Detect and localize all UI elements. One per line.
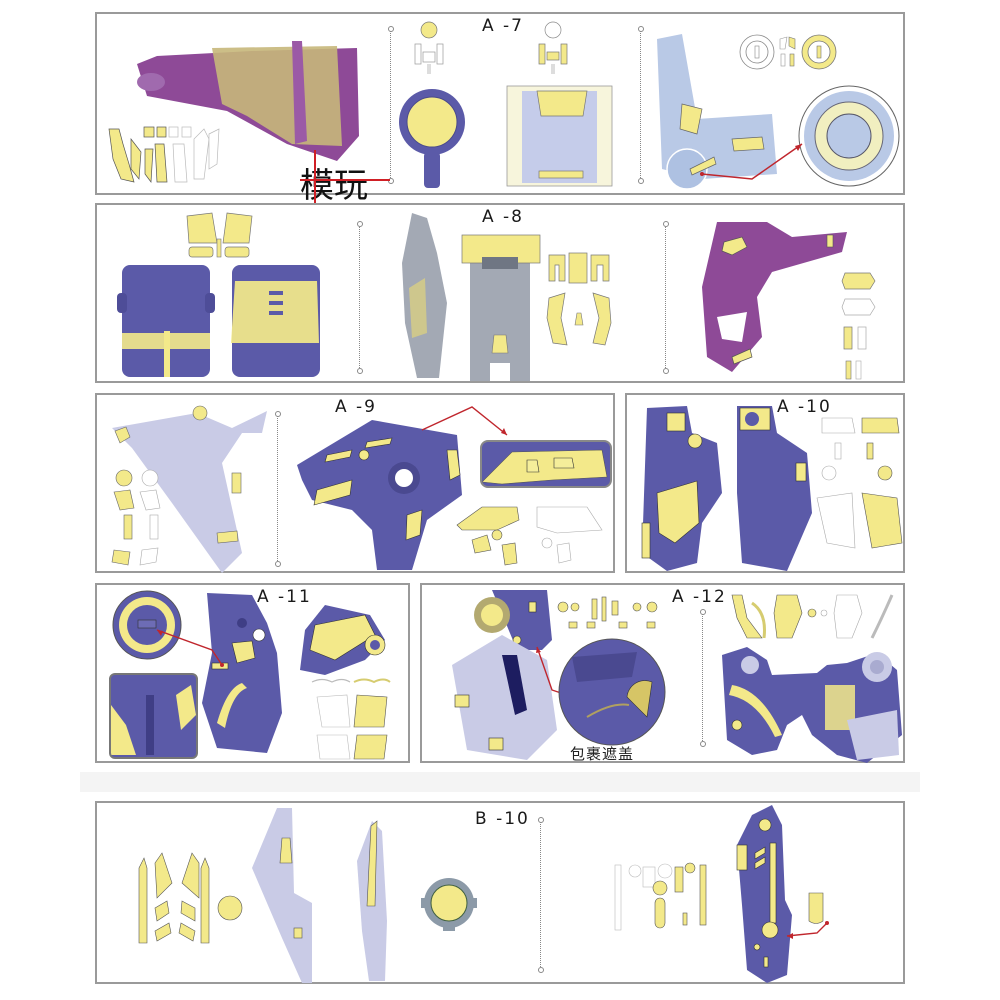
a12-caption: 包裹遮盖 [570, 745, 635, 763]
lavender-blade-part-1 [252, 808, 312, 983]
mask-piece [154, 143, 168, 183]
mask-sheet-a7-left [108, 126, 220, 183]
mask-piece-outline [193, 128, 210, 180]
mask-piece-outline [181, 126, 192, 138]
section-divider-band [80, 772, 920, 792]
lavender-blade-part-2 [357, 820, 387, 981]
mask-sheet-a8-mid [546, 252, 612, 346]
mask-piece-b10-single [808, 892, 824, 924]
panel-a12: A -12 包裹遮盖 [420, 583, 905, 763]
wing-mask-area [212, 46, 342, 146]
mask-piece [143, 126, 155, 138]
detail-inset-a9 [480, 440, 612, 488]
mask-piece [108, 128, 135, 183]
grey-frame-part-1 [402, 213, 447, 378]
mask-sheet-a9-left [111, 469, 161, 566]
lavender-wing-part [112, 405, 267, 573]
divider [275, 411, 281, 567]
blue-leg-part-2 [737, 406, 812, 571]
panel-label-a11: A -11 [257, 587, 312, 607]
wing-fin [292, 41, 307, 144]
mask-sheet-a11 [311, 678, 391, 760]
panel-label-a9: A -9 [335, 397, 377, 417]
panel-label-a8: A -8 [482, 207, 524, 227]
blue-sword-part-b10 [736, 805, 792, 983]
blue-armor-part-a11 [300, 605, 386, 675]
blue-hip-part [202, 593, 282, 753]
mask-sheet-a9-right [456, 506, 603, 566]
detail-zoom-circle-a7 [798, 85, 900, 187]
panel-a10: A -10 [625, 393, 905, 573]
divider [638, 26, 644, 184]
wing-hinge [137, 73, 165, 91]
mask-sheet-b10-left [138, 852, 243, 944]
divider [357, 221, 363, 374]
blue-backpack-masked-part [231, 265, 320, 377]
mask-sheet-a10 [816, 417, 903, 549]
blue-body-part-a9 [297, 420, 462, 570]
divider [663, 221, 669, 374]
panel-label-a7: A -7 [482, 16, 524, 36]
divider [700, 609, 706, 747]
blue-leg-part-1 [641, 406, 722, 571]
panel-a11: A -11 [95, 583, 410, 763]
round-cap-part-b10 [421, 878, 477, 931]
mask-sheet-a12-top [557, 596, 658, 629]
blue-round-part [399, 89, 465, 188]
arrow-icon [421, 406, 508, 436]
mask-sheet-b10-right [614, 862, 707, 931]
frame-part-a7 [506, 85, 613, 187]
arrow-icon [156, 629, 224, 667]
panel-a7: A -7 [95, 12, 905, 195]
arrow-icon [786, 921, 829, 939]
mask-piece [144, 148, 154, 183]
mask-sheet-a7-mid-2 [538, 21, 568, 74]
panel-b10: B -10 [95, 801, 905, 984]
panel-a8: A -8 [95, 203, 905, 383]
divider [538, 817, 544, 973]
panel-label-a12: A -12 [672, 587, 727, 607]
mask-piece-outline [208, 128, 220, 170]
mask-piece [156, 126, 167, 138]
purple-shoulder-part [702, 222, 847, 372]
mask-piece-outline [168, 126, 179, 138]
mask-piece [130, 137, 142, 180]
watermark: 模玩 [300, 166, 368, 206]
blue-joint-part-a12 [722, 647, 902, 763]
detail-zoom-circle-a11 [112, 590, 182, 660]
purple-wing-part [137, 41, 359, 161]
lightblue-part-a7 [657, 34, 777, 190]
mask-sheet-a8-right [841, 272, 876, 380]
detail-inset-a11 [109, 673, 198, 759]
panel-a9: A -9 [95, 393, 615, 573]
mask-sheet-a12-right [731, 594, 894, 639]
blue-backpack-part [117, 265, 215, 377]
grey-frame-part-2 [461, 234, 541, 381]
blue-lavender-part-a12 [452, 590, 557, 760]
panel-label-a10: A -10 [777, 397, 832, 417]
detail-zoom-circle-a12 [558, 638, 666, 746]
mask-sheet-a8-top [186, 212, 253, 258]
mask-sheet-a7-right [739, 34, 837, 70]
mask-piece-outline [172, 143, 188, 183]
arrow-icon [700, 143, 803, 180]
mask-sheet-a7-mid-1 [414, 21, 444, 74]
panel-label-b10: B -10 [475, 809, 530, 829]
